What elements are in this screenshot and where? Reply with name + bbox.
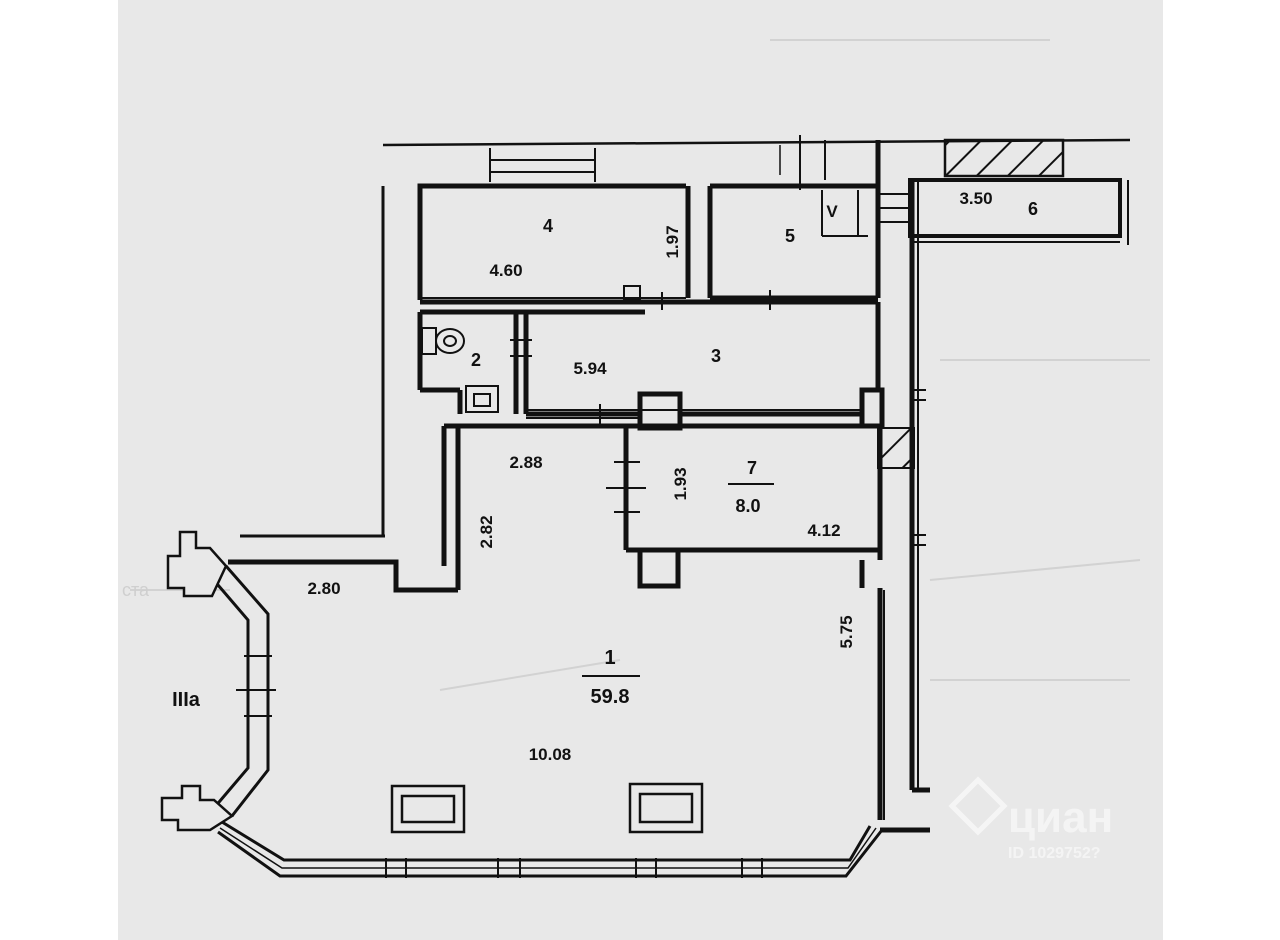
room-2-number: 2 [471,350,481,370]
watermark-logo-icon [948,776,1008,836]
vent-mark: V [826,202,838,221]
toilet-icon [421,327,465,355]
room-6-number: 6 [1028,199,1038,219]
dim-10-08: 10.08 [529,745,572,764]
room-1-area: 59.8 [591,686,630,708]
hatched-stair-block [943,138,1065,178]
dim-5-75: 5.75 [837,615,856,648]
dim-1-97: 1.97 [663,225,682,258]
sink-icon [465,385,499,413]
dim-5-94: 5.94 [573,359,607,378]
facade-wall-bottom [217,820,884,878]
bay-corner-bottom [160,784,235,832]
room-5-number: 5 [785,226,795,246]
dim-4-60: 4.60 [489,261,522,280]
room-3-number: 3 [711,346,721,366]
room-7-area: 8.0 [735,496,760,516]
room-1-number: 1 [604,647,615,669]
dim-4-12: 4.12 [807,521,840,540]
dim-2-82: 2.82 [477,515,496,548]
dim-2-80: 2.80 [307,579,340,598]
walls [228,140,930,833]
dim-2-88: 2.88 [509,453,542,472]
bay-wall-left [210,565,272,817]
bay-corner-top [166,530,228,598]
margin-text: ста [122,580,150,600]
riser-icon [623,285,641,301]
dim-1-93: 1.93 [671,467,690,500]
dim-3-50: 3.50 [959,189,992,208]
thin-walls [420,182,919,820]
hatched-column [877,427,915,469]
room-7-number: 7 [747,458,757,478]
room-4-number: 4 [543,216,553,236]
scan-noise [130,39,1150,691]
room-6-walls [878,178,1129,245]
room-5-steps [821,190,868,237]
section-label: IIIa [172,689,201,711]
watermark-code: ID 1029752? [1008,845,1101,862]
watermark: циан ID 1029752? [948,776,1113,862]
column-right [628,782,704,834]
column-left [390,784,466,834]
watermark-brand: циан [1008,793,1113,842]
